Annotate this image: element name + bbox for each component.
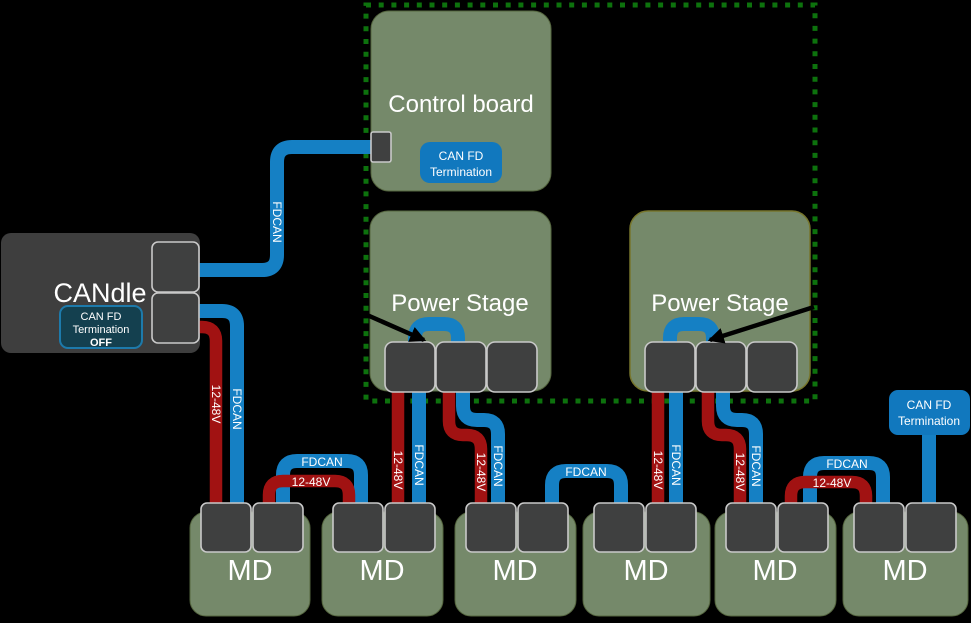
arrow-to-ps2-jumper xyxy=(707,304,815,344)
md2-connector-left xyxy=(332,502,384,553)
cable-labels: FDCAN 12-48V FDCAN FDCAN 12-48V 12-48V F… xyxy=(209,201,868,491)
cables xyxy=(192,140,936,506)
md6-connector-right xyxy=(905,502,957,553)
control-board-box xyxy=(370,10,552,192)
term-badge-line1: CAN FD xyxy=(907,398,952,412)
md4-connector-right xyxy=(645,502,697,553)
md3-connector-right xyxy=(517,502,569,553)
candle-title: CANdle xyxy=(53,278,146,308)
cable-fdcan-ps1-to-md3 xyxy=(456,390,505,504)
power-stage-1-title: Power Stage xyxy=(391,290,528,317)
ps2-connector-3 xyxy=(746,341,798,393)
cable-power-md1-to-md2 xyxy=(262,474,356,506)
md-3-label: MD xyxy=(492,555,537,587)
label-fdcan-ps1c1: FDCAN xyxy=(412,444,426,485)
label-power-ps2c1: 12-48V xyxy=(651,451,665,490)
cable-power-ps2-to-md5 xyxy=(701,390,747,504)
ps2-connector-2 xyxy=(695,341,747,393)
cable-fdcan-md1-to-md2 xyxy=(276,454,368,506)
control-board-title: Control board xyxy=(388,91,533,118)
label-power-ps1c2: 12-48V xyxy=(474,453,488,492)
arrow-to-ps1-jumper xyxy=(357,308,427,343)
ps2-connector-1 xyxy=(644,341,696,393)
candle-badge-line3: OFF xyxy=(90,337,112,349)
cable-power-md5-to-md6 xyxy=(784,475,873,506)
node-titles: Control board Power Stage Power Stage CA… xyxy=(53,91,927,587)
term-badge-line2: Termination xyxy=(898,414,960,428)
label-power-arch1: 12-48V xyxy=(292,475,331,489)
candle-badge-line2: Termination xyxy=(73,324,130,336)
label-fdcan-arch2: FDCAN xyxy=(565,465,606,479)
candle-connector-bottom xyxy=(151,292,200,344)
control-board-connector xyxy=(370,131,392,163)
ps1-connector-2 xyxy=(435,341,487,393)
label-fdcan-ps2c1: FDCAN xyxy=(669,444,683,485)
label-power-candle-md1: 12-48V xyxy=(209,385,223,424)
md4-connector-left xyxy=(593,502,645,553)
md1-connector-right xyxy=(252,502,304,553)
md-1-label: MD xyxy=(227,555,272,587)
md-6-label: MD xyxy=(882,555,927,587)
badges: CAN FD Termination OFF CAN FD Terminatio… xyxy=(59,142,970,435)
ps1-connector-1 xyxy=(384,341,436,393)
label-power-ps1c1: 12-48V xyxy=(391,451,405,490)
cb-badge-line2: Termination xyxy=(430,165,492,179)
label-fdcan-ps2c2: FDCAN xyxy=(749,445,763,486)
cable-power-ps1-to-md3 xyxy=(442,390,488,504)
cable-fdcan-candle-to-controlboard xyxy=(192,140,378,277)
label-fdcan-candle-cb: FDCAN xyxy=(270,201,284,242)
md6-connector-left xyxy=(853,502,905,553)
candle-connector-top xyxy=(151,241,200,293)
label-fdcan-ps1c2: FDCAN xyxy=(491,445,505,486)
cable-fdcan-candle-to-md1 xyxy=(192,304,244,504)
md-5-label: MD xyxy=(752,555,797,587)
md5-connector-right xyxy=(777,502,829,553)
label-fdcan-arch1: FDCAN xyxy=(301,455,342,469)
right-termination-badge xyxy=(889,390,970,435)
candle-badge-line1: CAN FD xyxy=(81,311,122,323)
group-dotted-border xyxy=(363,2,818,404)
candle-termination-badge xyxy=(59,305,143,349)
label-power-ps2c2: 12-48V xyxy=(733,453,747,492)
md-2-label: MD xyxy=(359,555,404,587)
cb-badge-line1: CAN FD xyxy=(439,149,484,163)
cable-fdcan-ps2-to-md5 xyxy=(716,390,763,504)
md-4-label: MD xyxy=(623,555,668,587)
cable-fdcan-md5-to-md6 xyxy=(803,456,890,506)
label-fdcan-arch3: FDCAN xyxy=(826,457,867,471)
md1-connector-left xyxy=(200,502,252,553)
cable-power-candle-to-md1 xyxy=(192,320,223,504)
label-fdcan-candle-md1: FDCAN xyxy=(230,388,244,429)
power-stage-2-title: Power Stage xyxy=(651,290,788,317)
md5-connector-left xyxy=(725,502,777,553)
md3-connector-left xyxy=(465,502,517,553)
cable-fdcan-md3-to-md4 xyxy=(545,464,628,506)
connectors xyxy=(151,131,957,553)
ps1-connector-3 xyxy=(486,341,538,393)
label-power-arch3: 12-48V xyxy=(813,476,852,490)
md2-connector-right xyxy=(384,502,436,553)
control-board-termination-badge xyxy=(420,142,502,183)
candle-box xyxy=(1,233,200,353)
annotation-arrows xyxy=(357,304,815,344)
